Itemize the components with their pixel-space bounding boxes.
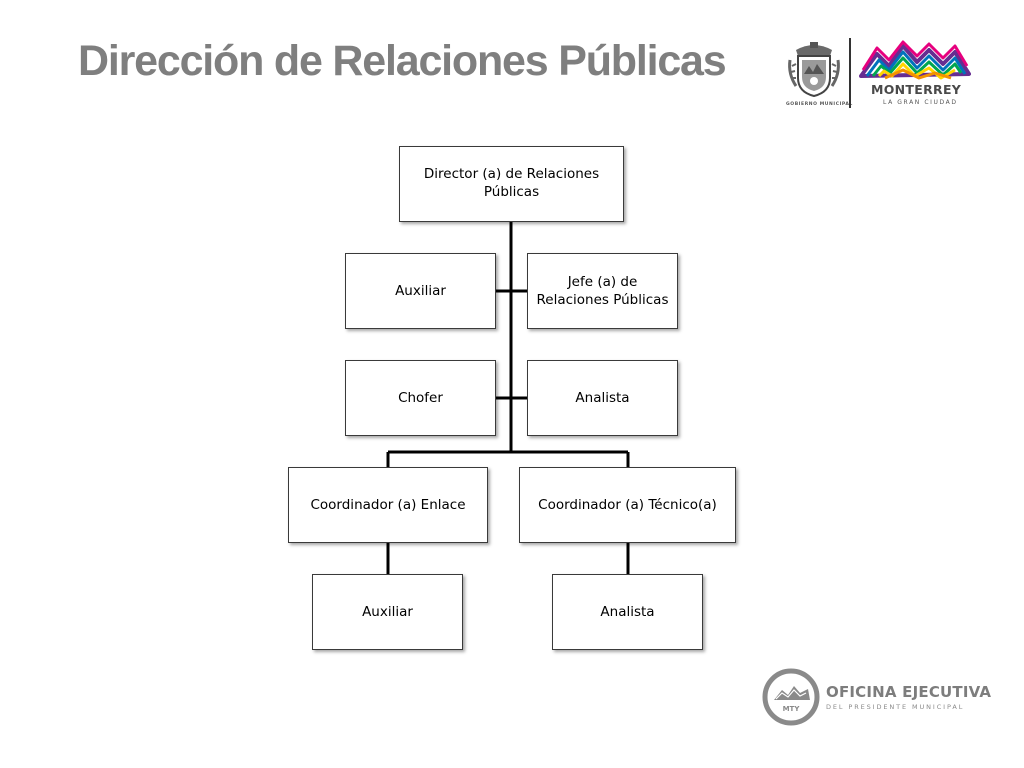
crest-icon [788, 42, 840, 98]
org-box-coordinador-enlace-label: Coordinador (a) Enlace [310, 496, 466, 513]
logo-divider [849, 38, 851, 108]
org-box-auxiliar-enlace-label: Auxiliar [362, 603, 413, 620]
municipal-crest-logo: GOBIERNO MUNICIPAL [786, 40, 853, 107]
org-box-jefe-label: Jefe (a) de Relaciones Públicas [536, 274, 669, 309]
org-box-auxiliar-label: Auxiliar [395, 282, 446, 299]
badge-text: MTY [782, 705, 800, 713]
org-box-director-label: Director (a) de Relaciones Públicas [423, 166, 600, 201]
city-tagline: LA GRAN CIUDAD [883, 99, 958, 106]
org-box-analista-tecnico-label: Analista [600, 603, 655, 620]
org-box-analista: Analista [527, 360, 678, 436]
mty-badge-icon: MTY [762, 668, 820, 726]
org-box-analista-label: Analista [575, 389, 630, 406]
org-box-director: Director (a) de Relaciones Públicas [399, 146, 624, 222]
org-box-coordinador-enlace: Coordinador (a) Enlace [288, 467, 488, 543]
header-logos: GOBIERNO MUNICIPAL MONTERREY LA GRAN CIU… [786, 36, 986, 112]
page-title: Dirección de Relaciones Públicas [78, 37, 727, 85]
org-box-coordinador-tecnico-label: Coordinador (a) Técnico(a) [538, 496, 717, 513]
org-box-analista-tecnico: Analista [552, 574, 703, 650]
city-name: MONTERREY [871, 82, 962, 97]
oficina-ejecutiva-logo: MTY OFICINA EJECUTIVA DEL PRESIDENTE MUN… [762, 668, 1012, 728]
office-title: OFICINA EJECUTIVA [826, 683, 992, 701]
office-subtitle: DEL PRESIDENTE MUNICIPAL [826, 703, 965, 711]
org-box-chofer-label: Chofer [398, 389, 443, 406]
monterrey-logo: MONTERREY LA GRAN CIUDAD [857, 40, 985, 110]
org-box-chofer: Chofer [345, 360, 496, 436]
mountain-rainbow-icon [859, 40, 971, 80]
org-box-jefe: Jefe (a) de Relaciones Públicas [527, 253, 678, 329]
org-box-auxiliar: Auxiliar [345, 253, 496, 329]
crest-caption: GOBIERNO MUNICIPAL [786, 102, 853, 107]
org-box-coordinador-tecnico: Coordinador (a) Técnico(a) [519, 467, 736, 543]
org-box-auxiliar-enlace: Auxiliar [312, 574, 463, 650]
